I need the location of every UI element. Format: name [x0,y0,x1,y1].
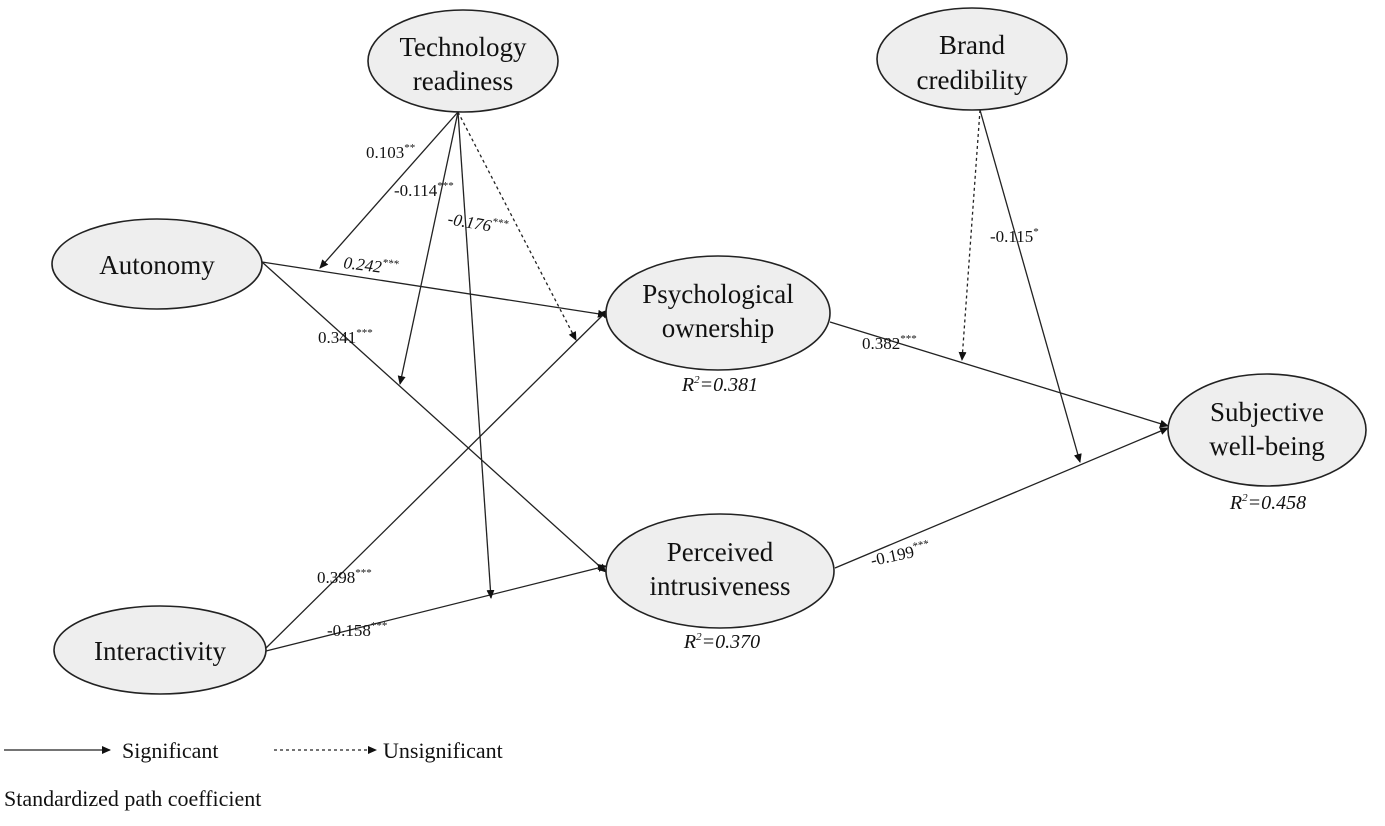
coef-tr-interactivity-po: -0.176*** [446,208,509,238]
path-interactivity-perceived-intrusiveness [265,564,607,652]
node-label-line: readiness [413,66,513,96]
node-label-line: Subjective [1210,397,1324,427]
node-label-line: Perceived [667,537,774,567]
legend: Significant Unsignificant Standardized p… [4,738,503,811]
moderation-tr-autonomy-pi [397,111,459,385]
path-perceived-intrusiveness-subjective-well-being [834,427,1169,569]
moderation-bc-pi-swb [979,109,1082,463]
path-psychological-ownership-subjective-well-being [829,321,1169,428]
coef-interactivity-po: 0.398*** [317,567,372,587]
r-squared-perceived-intrusiveness: R2=0.370 [683,631,760,653]
coef-tr-autonomy-po: 0.103** [366,142,415,162]
node-interactivity: Interactivity [53,605,267,695]
r-squared-subjective-well-being: R2=0.458 [1229,492,1306,514]
node-label-line: intrusiveness [650,571,791,601]
path-autonomy-psychological-ownership [261,261,607,318]
coef-po-swb: 0.382*** [862,333,917,353]
coef-pi-swb: -0.199*** [869,538,932,570]
node-label-line: ownership [662,313,774,343]
node-label-line: Autonomy [99,250,215,280]
coef-autonomy-pi: 0.341*** [318,327,373,347]
node-label-line: Brand [939,30,1005,60]
legend-unsignificant-label: Unsignificant [383,738,503,763]
node-label-line: well-being [1209,431,1324,461]
moderation-tr-interactivity-pi [457,111,495,599]
legend-note: Standardized path coefficient [4,786,261,811]
path-interactivity-psychological-ownership [263,309,609,651]
path-autonomy-perceived-intrusiveness [261,261,607,573]
node-autonomy: Autonomy [51,218,263,310]
coef-interactivity-pi: -0.158*** [327,620,387,640]
node-perceived-intrusiveness: Perceived intrusiveness [605,513,835,629]
node-label-line: Technology [399,32,527,62]
node-subjective-well-being: Subjective well-being [1167,373,1367,487]
node-technology-readiness: Technology readiness [367,9,559,113]
coef-autonomy-po: 0.242*** [343,252,400,279]
moderation-tr-autonomy-po [319,111,459,269]
moderation-bc-po-swb [958,109,981,361]
node-brand-credibility: Brand credibility [876,7,1068,111]
node-label-line: Psychological [642,279,793,309]
coef-bc-pi-swb: -0.115* [990,226,1039,246]
node-psychological-ownership: Psychological ownership [605,255,831,371]
node-label-line: Interactivity [94,636,226,666]
r-squared-psychological-ownership: R2=0.381 [681,374,758,396]
legend-significant-label: Significant [122,738,219,763]
coef-tr-autonomy-pi: -0.114*** [394,180,454,200]
node-label-line: credibility [917,65,1028,95]
moderation-tr-interactivity-po [457,111,577,341]
